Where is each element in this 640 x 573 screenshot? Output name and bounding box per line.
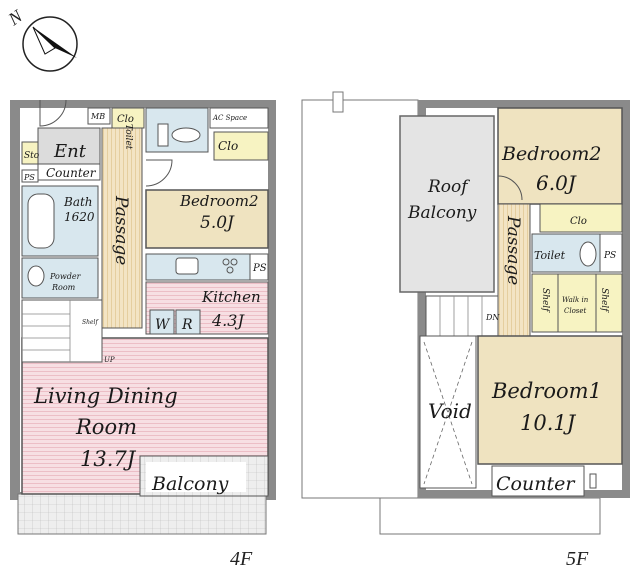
living-label-1: Living Dining <box>33 384 178 408</box>
powder-label-1: Powder <box>49 272 82 281</box>
ent-label: Ent <box>53 141 87 162</box>
shelf-left-label: Shelf <box>540 288 550 313</box>
bedroom1-size: 10.1J <box>520 411 577 435</box>
walkin-label-1: Walk in <box>562 296 589 304</box>
compass-icon: N <box>4 5 78 72</box>
bedroom2-4f-size: 5.0J <box>200 213 235 233</box>
ps-left-label: PS <box>23 173 35 182</box>
living-size: 13.7J <box>80 447 137 471</box>
passage-5f-label: Passage <box>503 215 523 285</box>
toilet-4f-label: Toilet <box>123 124 133 150</box>
bedroom2-5f-size: 6.0J <box>536 171 577 195</box>
clo-small-label: Clo <box>218 139 238 153</box>
living-label-2: Room <box>75 415 137 439</box>
floor-5f-title: 5F <box>566 548 589 570</box>
counter-5f-label: Counter <box>496 473 576 495</box>
shelf-4f-label: Shelf <box>82 319 99 326</box>
balcony-4f-label: Balcony <box>151 473 229 495</box>
dn-label: DN <box>485 313 500 322</box>
passage-4f-label: Passage <box>111 195 131 265</box>
kitchen-name: Kitchen <box>201 288 261 306</box>
bath-name-label: Bath <box>63 195 93 209</box>
bedroom2-4f-name: Bedroom2 <box>179 192 259 210</box>
bedroom2-5f-name: Bedroom2 <box>501 143 601 165</box>
bath-size-label: 1620 <box>64 210 95 224</box>
toilet-5f-label: Toilet <box>534 249 566 262</box>
ac-space-label: AC Space <box>212 114 247 122</box>
floor-5f-labels: Roof Balcony Bedroom2 6.0J Clo Passage T… <box>407 143 616 570</box>
roof-balcony-label-2: Balcony <box>407 203 477 223</box>
floor-4f-labels: MB Clo Toilet AC Space Clo Sto Ent Count… <box>23 112 267 570</box>
sto-label: Sto <box>24 151 40 161</box>
ps-5f-label: PS <box>603 251 616 261</box>
clo-top-label: Clo <box>117 114 134 125</box>
clo-5f-label: Clo <box>570 216 587 227</box>
roof-balcony-label-1: Roof <box>427 177 470 197</box>
balcony-4f-area <box>17 493 267 535</box>
ps-kitchen-label: PS <box>252 263 267 274</box>
w-label: W <box>155 317 171 333</box>
void-label: Void <box>428 399 472 423</box>
floor-5f <box>301 91 630 535</box>
floor-4f-title: 4F <box>230 548 253 570</box>
r-label: R <box>181 317 193 333</box>
kitchen-size: 4.3J <box>211 311 245 330</box>
north-label: N <box>4 5 27 29</box>
shelf-right-label: Shelf <box>599 288 609 313</box>
counter-4f-label: Counter <box>46 166 97 180</box>
mb-label: MB <box>90 112 105 121</box>
up-label: UP <box>104 356 115 364</box>
powder-label-2: Room <box>51 283 76 292</box>
bedroom1-name: Bedroom1 <box>491 379 602 403</box>
floor-4f <box>10 99 276 535</box>
walkin-label-2: Closet <box>564 307 587 315</box>
